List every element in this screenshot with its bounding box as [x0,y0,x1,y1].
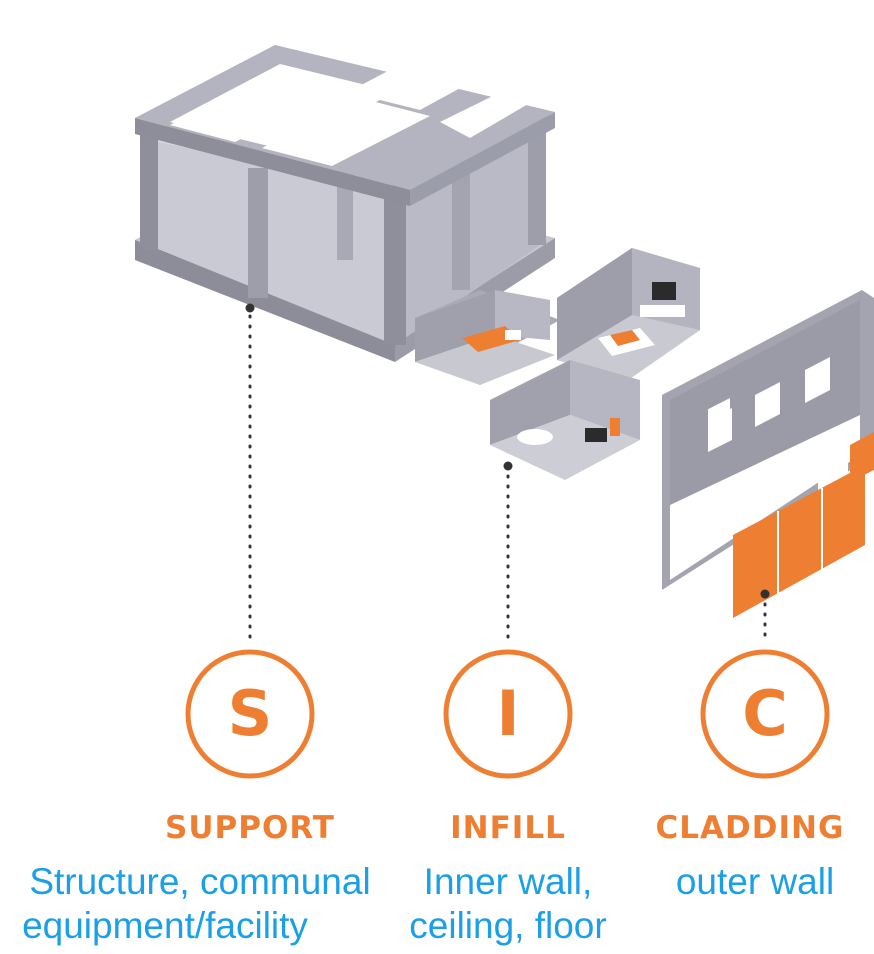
infill-letter: I [496,677,520,750]
cladding-circle [700,649,830,779]
support-label: SUPPORT [165,810,335,846]
support-circle [185,649,315,779]
support-description-line1: Structure, communal [29,861,371,902]
cladding-letter: C [742,677,788,750]
infill-rooms-illustration [415,248,700,480]
infill-label: INFILL [450,810,566,846]
cladding-facade-illustration [662,290,874,618]
infill-description-line1: Inner wall, [423,861,593,902]
cladding-label: CLADDING [655,810,845,846]
support-letter: S [227,677,273,750]
infill-description-line2: ceiling, floor [409,905,607,946]
support-description-line2: equipment/facility [22,905,308,946]
infill-circle [443,649,573,779]
cladding-description-line1: outer wall [675,861,835,902]
support-frame-illustration [135,45,555,362]
